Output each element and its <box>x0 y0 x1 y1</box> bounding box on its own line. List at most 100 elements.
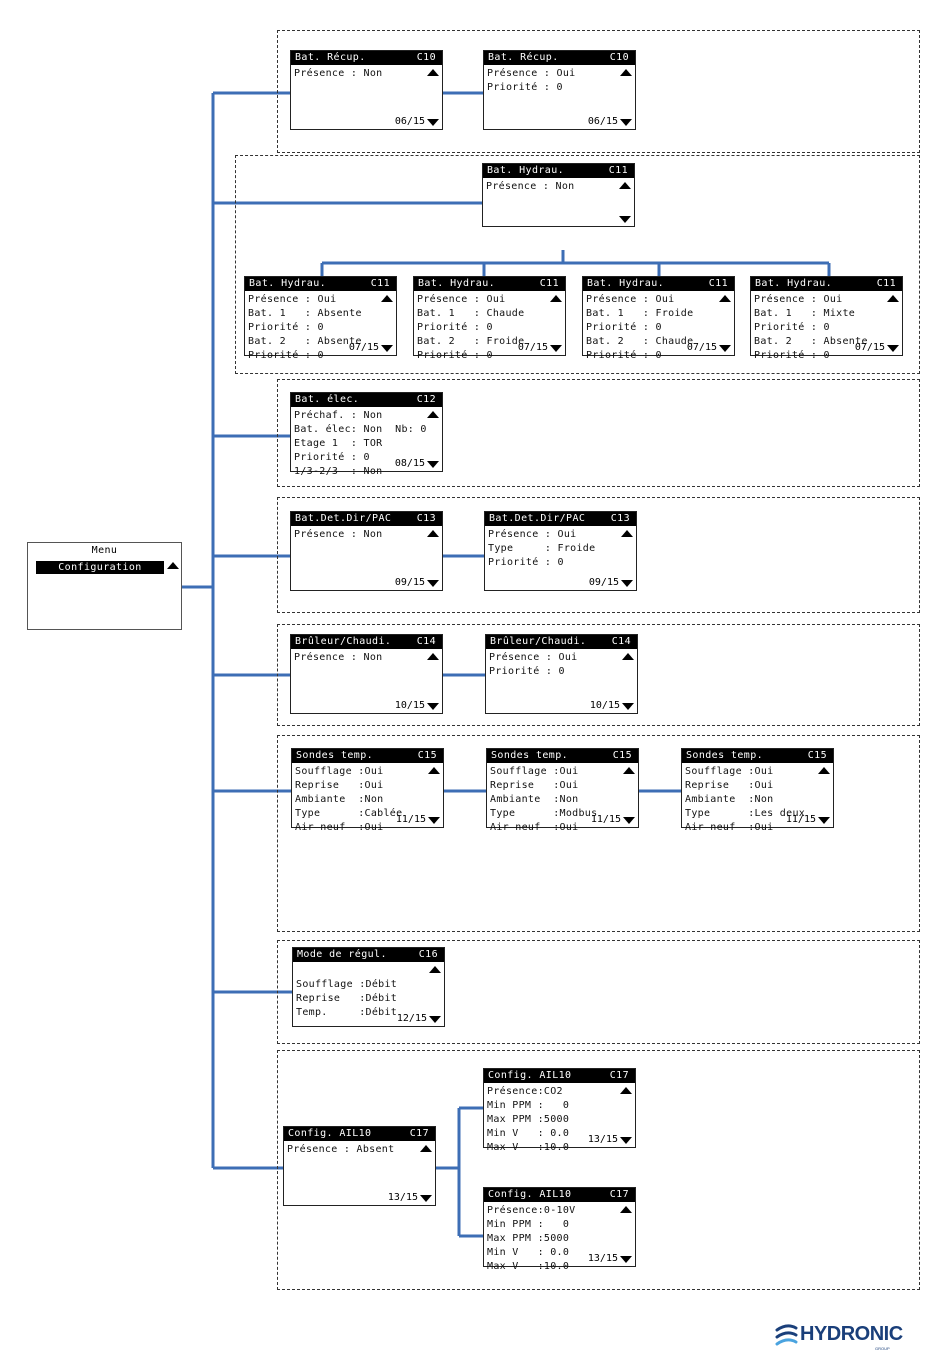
page-indicator: 12/15 <box>396 1013 427 1024</box>
scroll-down-arrow-icon <box>427 703 439 710</box>
section-c12-frame <box>277 379 920 487</box>
screen-title: Mode de régul. C16 <box>293 948 444 962</box>
menu-screen: Menu Configuration <box>27 542 182 630</box>
screen-line: Priorité : 0 <box>754 322 830 333</box>
screen-title-text: Sondes temp. <box>491 750 569 761</box>
scroll-up-arrow-icon <box>420 1145 432 1152</box>
screen-line: Reprise :Débit <box>296 993 398 1004</box>
screen-code: C14 <box>416 636 436 647</box>
screen-line: Air neuf :Oui <box>295 822 384 833</box>
section-c14-frame <box>277 624 920 726</box>
screen-code: C17 <box>409 1128 429 1139</box>
screen-code: C14 <box>611 636 631 647</box>
screen-line <box>296 964 441 978</box>
screen-title: Brûleur/Chaudi. C14 <box>291 635 442 649</box>
section-c15-frame <box>277 735 920 932</box>
screen-code: C15 <box>612 750 632 761</box>
screen-line: Ambiante :Non <box>490 794 579 805</box>
scroll-down-arrow-icon <box>429 1016 441 1023</box>
screen-line: Soufflage :Débit <box>296 979 398 990</box>
screen-title: Bat. Hydrau.C11 <box>245 277 396 291</box>
screen-body: Présence : Non <box>483 178 634 194</box>
scroll-up-arrow-icon <box>550 295 562 302</box>
screen-line: Type :Modbus <box>490 808 598 819</box>
screen-line: Priorité : 0 <box>417 322 493 333</box>
menu-title: Menu <box>91 545 118 556</box>
scroll-up-arrow-icon <box>622 653 634 660</box>
scroll-up-arrow-icon <box>619 182 631 189</box>
screen-title-text: Bat. élec. <box>295 394 360 405</box>
scroll-up-arrow-icon <box>620 1206 632 1213</box>
page-indicator: 09/15 <box>394 577 425 588</box>
screen-line: Reprise :Oui <box>685 780 774 791</box>
screen-line: Air neuf :Oui <box>685 822 774 833</box>
screen-line: Bat. 1 : Mixte <box>754 308 856 319</box>
scroll-up-arrow-icon <box>429 966 441 973</box>
scroll-down-arrow-icon <box>620 1256 632 1263</box>
screen-title-text: Mode de régul. <box>297 949 387 960</box>
scroll-up-arrow-icon <box>887 295 899 302</box>
screen-line: Présence : Oui <box>586 294 675 305</box>
screen-line: Priorité : 0 <box>487 82 563 93</box>
screen-line: Bat. 1 : Chaude <box>417 308 525 319</box>
screen-line: Bat. 2 : Absente <box>248 336 362 347</box>
page-indicator: 07/15 <box>854 342 885 353</box>
screen-line: Min V : 0.0 <box>487 1247 570 1258</box>
screen-title-text: Bat.Det.Dir/PAC <box>489 513 586 524</box>
screen-title: Sondes temp. C15 <box>487 749 638 763</box>
screen-code: C16 <box>418 949 438 960</box>
scroll-up-arrow-icon <box>623 767 635 774</box>
hydronic-logo: HYDRONIC GROUP <box>774 1322 904 1352</box>
screen-title-text: Bat. Hydrau. <box>587 278 665 289</box>
screen-line: 1/3-2/3 : Non <box>294 466 383 477</box>
screen-code: C11 <box>608 165 628 176</box>
screen-line: Reprise :Oui <box>295 780 384 791</box>
scroll-down-arrow-icon <box>420 1195 432 1202</box>
scroll-up-arrow-icon <box>428 767 440 774</box>
screen-title-text: Brûleur/Chaudi. <box>295 636 392 647</box>
screen-code: C10 <box>609 52 629 63</box>
screen-title-text: Sondes temp. <box>296 750 374 761</box>
screen-line: Préchaf. : Non <box>294 410 383 421</box>
screen-line: Min V : 0.0 <box>487 1128 570 1139</box>
screen-line: Présence : Oui <box>417 294 506 305</box>
screen-line: Min PPM : 0 <box>487 1219 570 1230</box>
menu-item-configuration[interactable]: Configuration <box>36 561 164 574</box>
screen-title-text: Bat. Hydrau. <box>249 278 327 289</box>
scroll-down-arrow-icon <box>887 345 899 352</box>
screen-code: C10 <box>416 52 436 63</box>
screen-line: Présence : Non <box>486 181 575 192</box>
screen-title-text: Bat.Det.Dir/PAC <box>295 513 392 524</box>
screen-title: Sondes temp.C15 <box>682 749 833 763</box>
scroll-down-arrow-icon <box>427 461 439 468</box>
screen-line: Ambiante :Non <box>685 794 774 805</box>
page-indicator: 06/15 <box>587 116 618 127</box>
scroll-down-arrow-icon <box>381 345 393 352</box>
screen-line: Temp. :Débit <box>296 1007 398 1018</box>
page-indicator: 10/15 <box>394 700 425 711</box>
screen-line: Max PPM :5000 <box>487 1233 570 1244</box>
screen-line: Présence : Oui <box>754 294 843 305</box>
screen-line: Bat. 2 : Froide <box>417 336 525 347</box>
hydronic-swirl-icon <box>775 1324 798 1346</box>
screen-line: Présence : Absent <box>287 1144 395 1155</box>
screen-title-text: Bat. Récup. <box>295 52 366 63</box>
screen-line: Etage 1 : TOR <box>294 438 383 449</box>
scroll-up-arrow-icon <box>167 562 179 569</box>
screen-code: C17 <box>609 1189 629 1200</box>
page-indicator: 13/15 <box>587 1253 618 1264</box>
screen-code: C11 <box>708 278 728 289</box>
screen-title: Brûleur/Chaudi.C14 <box>486 635 637 649</box>
